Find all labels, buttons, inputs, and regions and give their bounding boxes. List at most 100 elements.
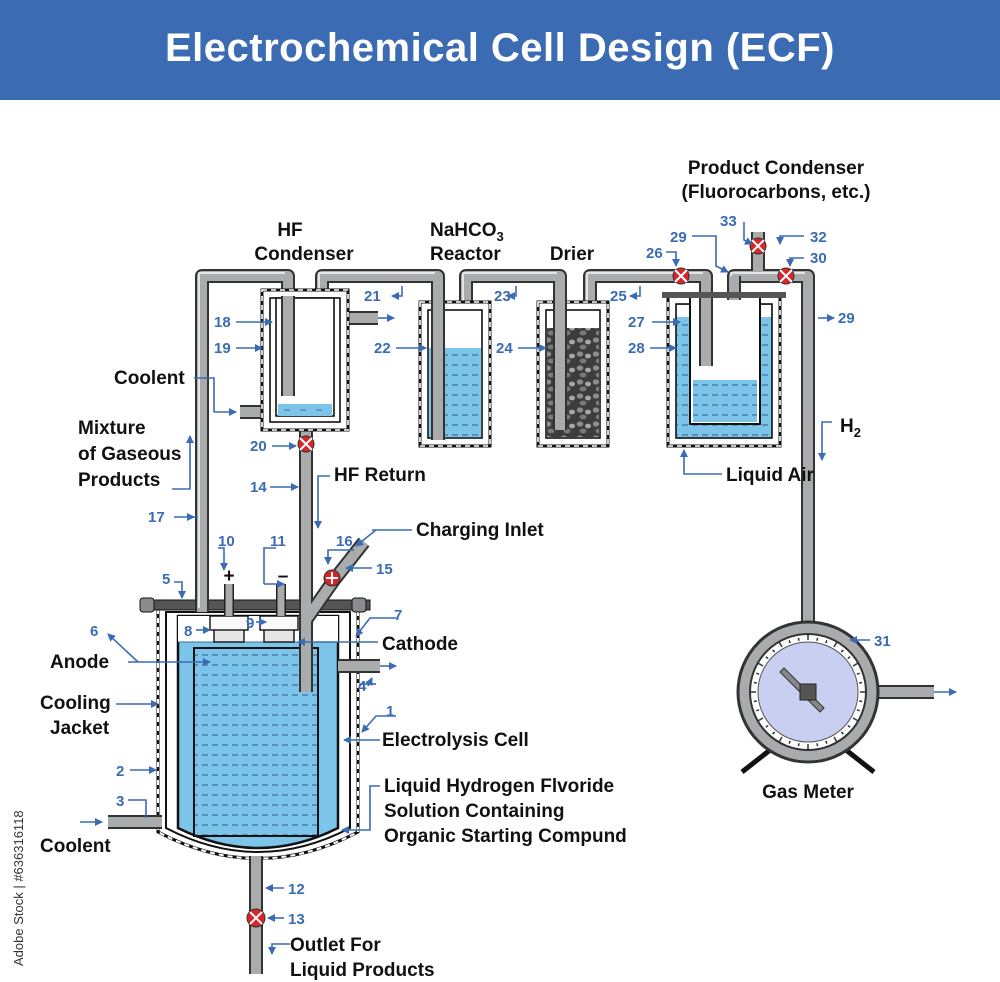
valve-20-icon xyxy=(297,435,315,453)
label-hf-condenser-1: HF xyxy=(277,220,302,241)
label-liquid-air: Liquid Air xyxy=(726,465,815,486)
num-17: 17 xyxy=(148,509,165,526)
num-4: 4 xyxy=(358,678,367,695)
flow-arrows xyxy=(80,314,957,826)
gauge-tick xyxy=(765,656,769,660)
label-gas-meter: Gas Meter xyxy=(762,782,854,803)
label-mixture-2: of Gaseous xyxy=(78,444,181,465)
component-labels: HF Condenser NaHCO3 Reactor Drier Produc… xyxy=(40,158,870,981)
num-20: 20 xyxy=(250,438,267,455)
gauge-tick xyxy=(852,717,859,722)
num-12: 12 xyxy=(288,881,305,898)
label-hf-condenser-2: Condenser xyxy=(254,244,354,265)
gauge-tick xyxy=(847,724,851,728)
num-25: 25 xyxy=(610,288,627,305)
label-plus-terminal: + xyxy=(223,566,234,587)
gauge-tick xyxy=(825,640,828,644)
page-title: Electrochemical Cell Design (ECF) xyxy=(164,26,835,70)
gauge-tick xyxy=(840,731,844,735)
label-nahco3-1: NaHCO3 xyxy=(430,220,504,244)
electrolysis-cell xyxy=(139,597,371,860)
label-drier: Drier xyxy=(550,244,595,265)
title-banner: Electrochemical Cell Design (ECF) xyxy=(0,0,1000,100)
label-charging-inlet: Charging Inlet xyxy=(416,520,544,541)
drier xyxy=(536,300,610,448)
num-33: 33 xyxy=(720,213,737,230)
gauge-tick xyxy=(778,641,783,648)
label-cooling-2: Jacket xyxy=(50,718,110,739)
num-24: 24 xyxy=(496,340,513,357)
num-29-right: 29 xyxy=(838,310,855,327)
num-3: 3 xyxy=(116,793,124,810)
label-cooling-1: Cooling xyxy=(40,693,111,714)
num-19: 19 xyxy=(214,340,231,357)
gauge-tick xyxy=(816,637,819,641)
gauge-tick xyxy=(753,681,757,684)
label-product-condenser-2: (Fluorocarbons, etc.) xyxy=(682,182,871,203)
label-outlet-2: Liquid Products xyxy=(290,960,435,981)
gauge-tick xyxy=(765,724,769,728)
num-22: 22 xyxy=(374,340,391,357)
num-11: 11 xyxy=(270,533,286,550)
num-18: 18 xyxy=(214,314,231,331)
label-coolent-bottom: Coolent xyxy=(40,836,111,857)
num-7: 7 xyxy=(394,607,402,624)
label-cathode: Cathode xyxy=(382,634,458,655)
product-condenser xyxy=(662,276,786,448)
label-solution-2: Solution Containing xyxy=(384,801,564,822)
num-27: 27 xyxy=(628,314,645,331)
label-outlet-1: Outlet For xyxy=(290,935,381,956)
num-31: 31 xyxy=(874,633,891,650)
num-23: 23 xyxy=(494,288,511,305)
gauge-tick xyxy=(852,662,859,667)
gas-meter xyxy=(736,620,880,774)
gauge-tick xyxy=(756,709,760,712)
label-solution-3: Organic Starting Compund xyxy=(384,826,627,847)
num-8: 8 xyxy=(184,623,192,640)
num-10: 10 xyxy=(218,533,235,550)
electrode-rods xyxy=(224,584,286,616)
label-nahco3-2: Reactor xyxy=(430,244,501,265)
valve-16-icon xyxy=(323,569,341,587)
num-15: 15 xyxy=(376,561,393,578)
num-21: 21 xyxy=(364,288,381,305)
leader-lines xyxy=(107,222,870,955)
gauge-tick xyxy=(797,637,800,641)
label-hf-return: HF Return xyxy=(334,465,426,486)
gauge-tick xyxy=(847,656,851,660)
num-1: 1 xyxy=(386,703,394,720)
gauge-tick xyxy=(772,731,776,735)
num-16: 16 xyxy=(336,533,353,550)
valve-26-icon xyxy=(672,267,690,285)
gauge-tick xyxy=(825,740,828,744)
label-coolent-top: Coolent xyxy=(114,368,185,389)
num-6: 6 xyxy=(90,623,98,640)
label-mixture-3: Products xyxy=(78,470,160,491)
label-solution-1: Liquid Hydrogen Flvoride xyxy=(384,776,614,797)
gauge-tick xyxy=(788,640,791,644)
valves xyxy=(246,237,795,928)
gauge-tick xyxy=(856,672,860,675)
valve-30-icon xyxy=(777,267,795,285)
hf-condenser xyxy=(260,288,350,432)
gauge-tick xyxy=(840,649,844,653)
gauge-tick xyxy=(859,681,863,684)
num-14: 14 xyxy=(250,479,267,496)
label-electrolysis-cell: Electrolysis Cell xyxy=(382,730,529,751)
callout-numbers: 1 2 3 4 5 6 7 8 9 10 11 12 13 14 15 16 1… xyxy=(90,213,891,928)
gauge-tick xyxy=(788,740,791,744)
num-9: 9 xyxy=(246,615,254,632)
gauge-tick xyxy=(778,736,783,743)
num-32: 32 xyxy=(810,229,827,246)
num-29-top: 29 xyxy=(670,229,687,246)
gauge-tick xyxy=(772,649,776,653)
label-anode: Anode xyxy=(50,652,109,673)
label-mixture-1: Mixture xyxy=(78,418,146,439)
gauge-tick xyxy=(833,736,838,743)
num-30: 30 xyxy=(810,250,827,267)
gauge-tick xyxy=(816,743,819,747)
num-13: 13 xyxy=(288,911,305,928)
label-minus-terminal: – xyxy=(278,566,289,587)
gauge-tick xyxy=(757,662,764,667)
